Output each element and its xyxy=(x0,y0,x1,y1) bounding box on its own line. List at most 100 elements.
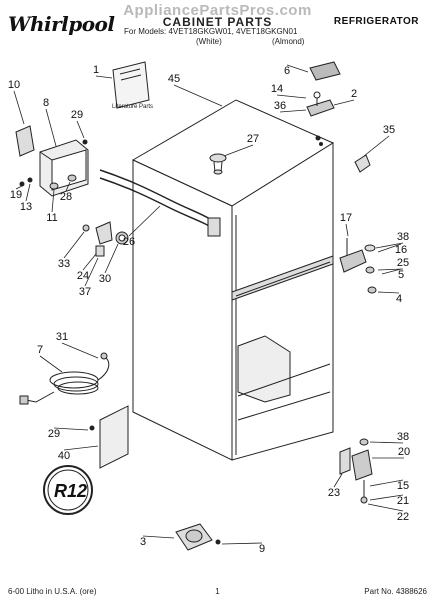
page-title: CABINET PARTS xyxy=(162,15,273,29)
cabinet-body xyxy=(131,99,335,461)
leader-line xyxy=(63,445,99,451)
leader-line xyxy=(367,503,404,512)
callout-6: 6 xyxy=(284,65,290,77)
leader-line xyxy=(65,181,71,192)
leader-line xyxy=(369,479,404,487)
callout-4: 4 xyxy=(396,293,402,305)
category-label: REFRIGERATOR xyxy=(333,16,419,27)
callout-17: 17 xyxy=(340,212,352,224)
part-2-top-hinge xyxy=(306,91,335,117)
leader-line xyxy=(63,231,85,259)
part-3-leveler xyxy=(175,523,221,551)
leader-line xyxy=(375,242,404,249)
callout-5: 5 xyxy=(398,269,404,281)
leader-lines xyxy=(13,64,404,545)
leader-line xyxy=(53,427,89,431)
leader-line xyxy=(13,90,25,125)
part-27-plug xyxy=(209,153,227,175)
leader-line xyxy=(377,291,400,294)
callout-37: 37 xyxy=(79,286,91,298)
leader-line xyxy=(377,243,402,253)
leader-line xyxy=(45,108,57,147)
leader-line xyxy=(286,64,309,73)
callout-26: 26 xyxy=(123,236,135,248)
callout-14: 14 xyxy=(271,83,283,95)
part-16-center-hinge xyxy=(339,238,377,294)
footer-page-number: 1 xyxy=(215,587,220,596)
callout-36: 36 xyxy=(274,100,286,112)
leader-line xyxy=(15,185,23,190)
part-13-screw xyxy=(27,177,33,183)
leader-line xyxy=(279,109,307,113)
leader-line xyxy=(128,205,161,237)
literature-label: Literature Parts xyxy=(112,104,153,110)
callout-15: 15 xyxy=(397,480,409,492)
callout-11: 11 xyxy=(46,212,57,224)
footer-part-number: Part No. 4388626 xyxy=(364,587,427,596)
leader-line xyxy=(221,542,263,545)
leader-line xyxy=(333,473,343,488)
leader-line xyxy=(333,99,355,106)
callout-8: 8 xyxy=(43,97,49,109)
callout-35: 35 xyxy=(383,124,395,136)
literature-parts-booklet xyxy=(112,61,150,109)
r12-logo-text: R12 xyxy=(54,481,87,501)
leader-line xyxy=(369,494,404,501)
leader-line xyxy=(76,120,85,139)
watermark: AppliancePartsPros.com xyxy=(123,2,312,19)
leader-line xyxy=(345,223,349,237)
r12-logo xyxy=(43,465,93,515)
callout-29: 29 xyxy=(71,109,83,121)
callout-38: 38 xyxy=(397,231,409,243)
callout-31: 31 xyxy=(56,331,68,343)
leader-line xyxy=(61,342,99,359)
callout-27: 27 xyxy=(247,133,259,145)
part-24-control-group xyxy=(82,221,129,257)
callout-25: 25 xyxy=(397,257,409,269)
part-29-screw-top xyxy=(82,139,88,145)
part-29-screw-low xyxy=(89,425,95,431)
part-28-grommet xyxy=(67,174,77,182)
leader-line xyxy=(82,253,97,271)
callout-22: 22 xyxy=(397,511,409,523)
leader-line xyxy=(95,75,113,79)
part-8-relay-box xyxy=(39,139,89,197)
leader-line xyxy=(377,268,404,271)
callout-13: 13 xyxy=(20,201,32,213)
part-19-screw xyxy=(19,181,25,187)
leader-line xyxy=(142,535,175,539)
callout-19: 19 xyxy=(10,189,22,201)
variant-labels: (White) (Almond) xyxy=(196,37,352,46)
part-40-panel xyxy=(99,405,129,469)
part-10-bracket xyxy=(15,125,35,157)
leader-line xyxy=(173,84,223,107)
models-label: For Models: 4VET18GKGW01, 4VET18GKGN01 xyxy=(124,27,298,36)
callout-10: 10 xyxy=(8,79,20,91)
callout-40: 40 xyxy=(58,450,70,462)
brand-logo: Whirlpool xyxy=(8,12,115,36)
leader-line xyxy=(25,183,31,202)
callout-2: 2 xyxy=(351,88,357,100)
part-11-grommet xyxy=(49,182,59,190)
part-7-power-cord xyxy=(19,352,110,405)
callout-21: 21 xyxy=(397,495,409,507)
leader-line xyxy=(276,94,307,99)
variant-almond: (Almond) xyxy=(272,37,305,46)
leader-line xyxy=(84,257,99,287)
leader-line xyxy=(363,135,390,157)
callout-33: 33 xyxy=(58,258,70,270)
callout-38: 38 xyxy=(397,431,409,443)
leader-line xyxy=(223,144,254,157)
callout-28: 28 xyxy=(60,191,72,203)
callout-29: 29 xyxy=(48,428,60,440)
callout-24: 24 xyxy=(77,270,89,282)
leader-line xyxy=(104,243,119,274)
part-35-cover xyxy=(354,154,371,173)
leader-line xyxy=(381,268,402,275)
variant-white: (White) xyxy=(196,37,222,46)
callout-9: 9 xyxy=(259,543,265,555)
callout-labels: 1234567891011131415161719202122232425262… xyxy=(8,64,410,555)
callout-20: 20 xyxy=(398,446,410,458)
callout-23: 23 xyxy=(328,487,340,499)
